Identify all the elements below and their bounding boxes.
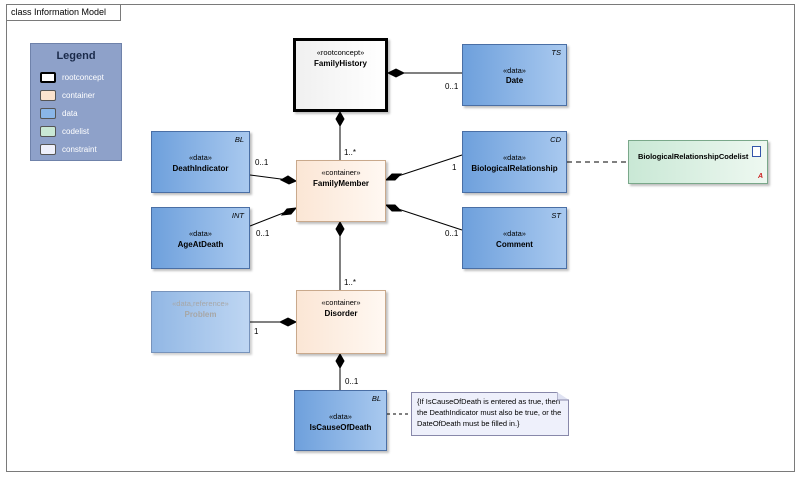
legend-label: codelist [62,126,90,136]
legend-item-codelist: codelist [40,124,89,138]
class-deathindicator[interactable]: BL «data» DeathIndicator [151,131,250,193]
legend-item-rootconcept: rootconcept [40,70,104,84]
aggregation-diamond-familymember [335,110,345,128]
class-stereotype: «data» [189,153,212,162]
class-iscauseofdeath[interactable]: BL «data» IsCauseOfDeath [294,390,387,451]
class-stereotype: «data» [503,66,526,75]
class-type-tag: ST [551,211,561,220]
class-name: IsCauseOfDeath [309,423,372,432]
constraint-note[interactable]: {If IsCauseOfDeath is entered as true, t… [411,392,569,436]
class-name: Comment [496,240,533,249]
diagram-title: class Information Model [7,5,122,21]
class-familyhistory[interactable]: «rootconcept» FamilyHistory [293,38,388,112]
legend-swatch-container [40,89,56,101]
legend-label: container [62,90,95,100]
legend-swatch-data [40,107,56,119]
multiplicity-deathindicator: 0..1 [255,158,269,167]
legend-swatch-codelist [40,125,56,137]
class-biologicalrelationshipcodelist[interactable]: BiologicalRelationshipCodelist A [628,140,768,184]
class-disorder[interactable]: «container» Disorder [296,290,386,354]
multiplicity-comment: 0..1 [445,229,459,238]
class-type-tag: BL [234,135,244,144]
class-problem[interactable]: «data,reference» Problem [151,291,250,353]
class-stereotype: «container» [321,298,361,307]
diagram-frame: class Information Model [6,4,795,472]
legend-swatch-rootconcept [40,71,56,83]
class-name: FamilyMember [312,179,370,188]
aggregation-diamond-biologicalrelationship [384,173,403,181]
aggregation-diamond-date [386,68,406,78]
legend-swatch-constraint [40,143,56,155]
class-stereotype: «data,reference» [172,299,229,308]
class-name: BiologicalRelationship [471,164,558,173]
class-name: FamilyHistory [314,59,367,68]
aggregation-diamond-iscauseofdeath [335,352,345,370]
legend-label: constraint [62,144,97,154]
class-familymember[interactable]: «container» FamilyMember [296,160,386,222]
class-ageatdeath[interactable]: INT «data» AgeAtDeath [151,207,250,269]
legend: Legend rootconcept container data codeli… [30,43,122,161]
abstract-mark: A [757,173,763,180]
multiplicity-familymember: 1..* [344,148,357,157]
class-stereotype: «data» [329,412,352,421]
class-stereotype: «container» [321,168,361,177]
constraint-note-text: {If IsCauseOfDeath is entered as true, t… [417,397,562,428]
class-comment[interactable]: ST «data» Comment [462,207,567,269]
class-type-tag: INT [231,211,244,220]
class-name: DeathIndicator [172,164,229,173]
aggregation-diamond-deathindicator [279,175,298,185]
multiplicity-iscauseofdeath: 0..1 [345,377,359,386]
legend-item-container: container [40,88,95,102]
aggregation-diamond-ageatdeath [280,207,298,216]
note-corner-fold [557,392,569,401]
class-type-tag: TS [551,48,561,57]
multiplicity-disorder: 1..* [344,278,357,287]
class-date[interactable]: TS «data» Date [462,44,567,106]
class-stereotype: «data» [503,229,526,238]
multiplicity-date: 0..1 [445,82,459,91]
class-stereotype: «rootconcept» [316,48,365,57]
class-stereotype: «data» [189,229,212,238]
multiplicity-biologicalrelationship: 1 [452,163,457,172]
legend-title: Legend [56,50,96,62]
class-name: AgeAtDeath [177,240,224,249]
class-biologicalrelationship[interactable]: CD «data» BiologicalRelationship [462,131,567,193]
multiplicity-ageatdeath: 0..1 [256,229,270,238]
legend-item-data: data [40,106,78,120]
legend-item-constraint: constraint [40,142,97,156]
class-name: Problem [184,310,217,319]
legend-label: data [62,108,78,118]
aggregation-diamond-comment [384,204,403,212]
class-name: Disorder [324,309,358,318]
multiplicity-problem: 1 [254,327,259,336]
document-icon [752,146,761,157]
class-name: Date [505,76,524,85]
aggregation-diamond-disorder [335,220,345,238]
aggregation-diamond-problem [278,317,298,327]
class-type-tag: CD [550,135,561,144]
class-stereotype: «data» [503,153,526,162]
legend-label: rootconcept [62,72,104,82]
class-name: BiologicalRelationshipCodelist [638,152,749,161]
class-type-tag: BL [371,394,381,403]
